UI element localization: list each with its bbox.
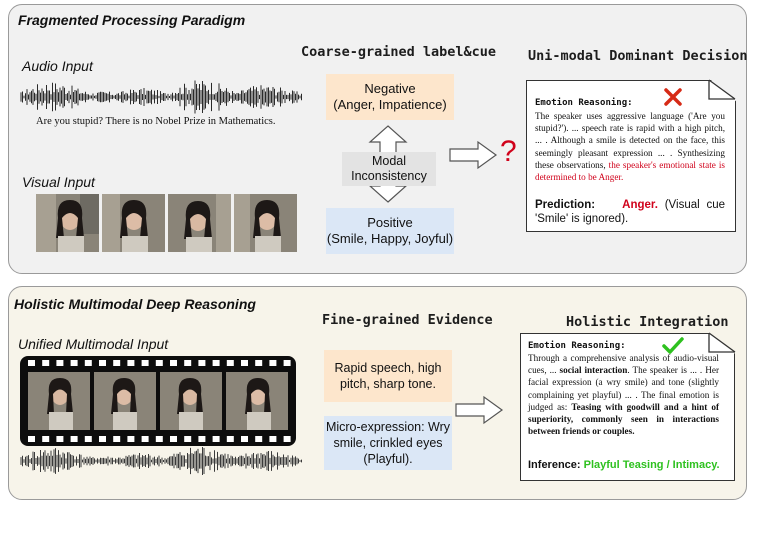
prediction-note: (Visual cue 'Smile' is ignored).: [535, 199, 725, 225]
positive-label: Positive: [367, 215, 413, 230]
audio-evidence-box: Rapid speech, high pitch, sharp tone.: [324, 350, 452, 402]
visual-evidence-line: smile, crinkled eyes: [333, 436, 443, 450]
fine-grained-heading: Fine-grained Evidence: [322, 312, 493, 328]
unified-input-label: Unified Multimodal Input: [18, 336, 169, 352]
negative-box: Negative (Anger, Impatience): [326, 74, 454, 120]
visual-evidence-line: Micro-expression: Wry: [325, 420, 451, 434]
reasoning-card-title: Emotion Reasoning:: [535, 98, 633, 108]
negative-emotions: (Anger, Impatience): [333, 97, 447, 112]
reasoning-text: The speaker uses aggressive language ('A…: [535, 111, 725, 170]
audio-evidence-line: pitch, sharp tone.: [340, 377, 436, 391]
modal-label: Modal: [371, 154, 407, 168]
film-frame: [160, 372, 222, 430]
video-frame: [234, 194, 297, 252]
holistic-title: Holistic Multimodal Deep Reasoning: [14, 296, 256, 312]
checkmark-icon: [662, 337, 684, 354]
page-fold-icon: [708, 79, 736, 100]
inference-line: Inference: Playful Teasing / Intimacy.: [528, 459, 720, 471]
integration-heading: Holistic Integration: [566, 314, 729, 330]
negative-label: Negative: [364, 81, 416, 96]
coarse-heading: Coarse-grained label&cue: [301, 44, 497, 60]
inference-label: Inference:: [528, 459, 581, 471]
integration-text: . The speaker is ... . Her facial expres…: [528, 365, 720, 412]
film-frame: [94, 372, 156, 430]
prediction-line: Prediction: Anger. (Visual cue 'Smile' i…: [535, 198, 725, 226]
cross-icon: [664, 88, 682, 106]
page-fold-icon: [708, 332, 736, 353]
modal-inconsistency-box: Modal Inconsistency: [342, 152, 436, 186]
positive-emotions: (Smile, Happy, Joyful): [326, 231, 454, 246]
fragmented-title: Fragmented Processing Paradigm: [18, 12, 246, 28]
right-arrow-icon: [449, 140, 498, 170]
integration-text: Through a comprehensive analysis of audi…: [528, 353, 719, 376]
audio-transcript: Are you stupid? There is no Nobel Prize …: [36, 116, 276, 127]
positive-box: Positive (Smile, Happy, Joyful): [326, 208, 454, 254]
visual-frames: [36, 194, 298, 252]
audio-waveform: [20, 80, 302, 114]
reasoning-card-text: The speaker uses aggressive language ('A…: [535, 110, 725, 183]
inconsistency-label: Inconsistency: [351, 169, 427, 183]
integration-card-title: Emotion Reasoning:: [528, 341, 626, 351]
prediction-label: Prediction:: [535, 199, 596, 211]
video-frame: [36, 194, 99, 252]
prediction-value: Anger.: [622, 199, 658, 211]
audio-input-label: Audio Input: [22, 58, 93, 74]
integration-card: [520, 333, 735, 481]
video-frame: [102, 194, 165, 252]
film-frame: [226, 372, 288, 430]
right-arrow-icon: [455, 395, 504, 425]
reasoning-card: [526, 80, 736, 232]
inference-value: Playful Teasing / Intimacy.: [583, 459, 720, 471]
question-mark-icon: ?: [500, 135, 517, 168]
visual-input-label: Visual Input: [22, 174, 95, 190]
film-strip: [20, 356, 296, 446]
audio-waveform-unified: [20, 446, 302, 476]
video-frame: [168, 194, 231, 252]
integration-card-text: Through a comprehensive analysis of audi…: [528, 352, 719, 437]
reasoning-conclusion: the speaker's emotional state is determi…: [535, 159, 725, 183]
visual-evidence-box: Micro-expression: Wry smile, crinkled ey…: [324, 416, 452, 470]
visual-evidence-line: (Playful).: [363, 452, 413, 466]
film-frame: [28, 372, 90, 430]
audio-evidence-line: Rapid speech, high: [334, 361, 442, 375]
decision-heading: Uni-modal Dominant Decision: [528, 48, 748, 64]
integration-keyword: social interaction: [559, 365, 628, 376]
integration-conclusion: Teasing with goodwill and a hint of supe…: [528, 401, 719, 437]
